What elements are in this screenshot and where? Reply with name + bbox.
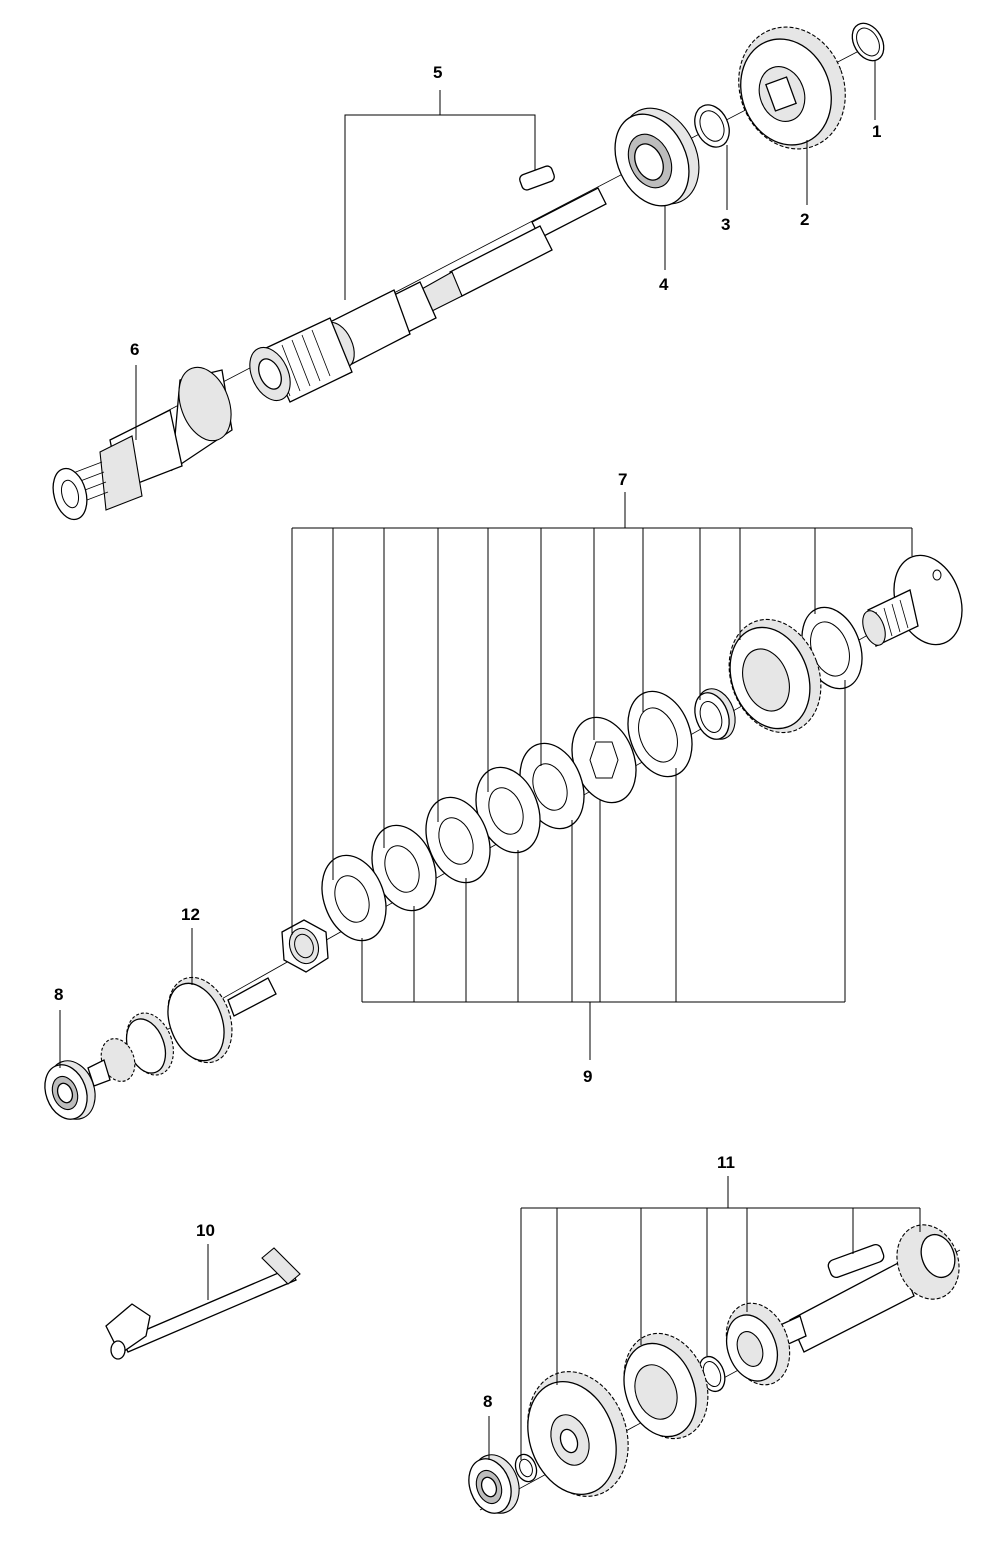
part-7-large-gear[interactable] <box>714 606 836 745</box>
part-8-bearing-b[interactable] <box>462 1448 527 1519</box>
callout-3: 3 <box>721 215 730 234</box>
part-11-large-gear[interactable] <box>511 1357 645 1510</box>
part-6-adapter[interactable] <box>48 360 241 523</box>
part-11-pinion-shaft[interactable] <box>777 1216 969 1353</box>
callout-1: 1 <box>872 122 881 141</box>
callout-labels: 1 2 3 4 5 6 7 8 9 10 11 12 8 <box>54 63 881 1411</box>
part-7-washer-1[interactable] <box>617 682 703 785</box>
part-11-medium-gear[interactable] <box>610 1322 722 1451</box>
part-10-shift-rod[interactable] <box>105 1247 301 1360</box>
part-8-bearing-a[interactable] <box>38 1054 103 1125</box>
part-2-gear[interactable] <box>722 12 862 164</box>
callout-6: 6 <box>130 340 139 359</box>
part-7-washer-7[interactable] <box>311 846 397 949</box>
callout-5: 5 <box>433 63 442 82</box>
part-7-hub-flange[interactable] <box>858 546 973 654</box>
callout-11: 11 <box>717 1153 735 1172</box>
leaders-group-1 <box>135 60 876 440</box>
callout-12: 12 <box>181 905 200 924</box>
part-7-hex-nut[interactable] <box>281 919 329 973</box>
leaders-group-2 <box>59 492 913 1068</box>
leaders-group-3 <box>488 1176 921 1460</box>
part-4-bearing[interactable] <box>601 95 714 217</box>
part-1-circlip[interactable] <box>846 18 890 67</box>
callout-10: 10 <box>196 1221 215 1240</box>
part-7-washer-5[interactable] <box>415 788 501 891</box>
callout-7: 7 <box>618 470 627 489</box>
callout-9: 9 <box>583 1067 592 1086</box>
part-12-gear-shaft[interactable] <box>87 968 277 1087</box>
part-11-dog-gear[interactable] <box>715 1294 800 1393</box>
callout-2: 2 <box>800 210 809 229</box>
callout-8-upper: 8 <box>54 985 63 1004</box>
callout-8-lower: 8 <box>483 1392 492 1411</box>
callout-4: 4 <box>659 275 669 294</box>
part-7-needle-bearing[interactable] <box>689 683 742 744</box>
part-3-retaining-ring[interactable] <box>688 99 736 152</box>
part-5-shaft[interactable] <box>242 165 607 407</box>
